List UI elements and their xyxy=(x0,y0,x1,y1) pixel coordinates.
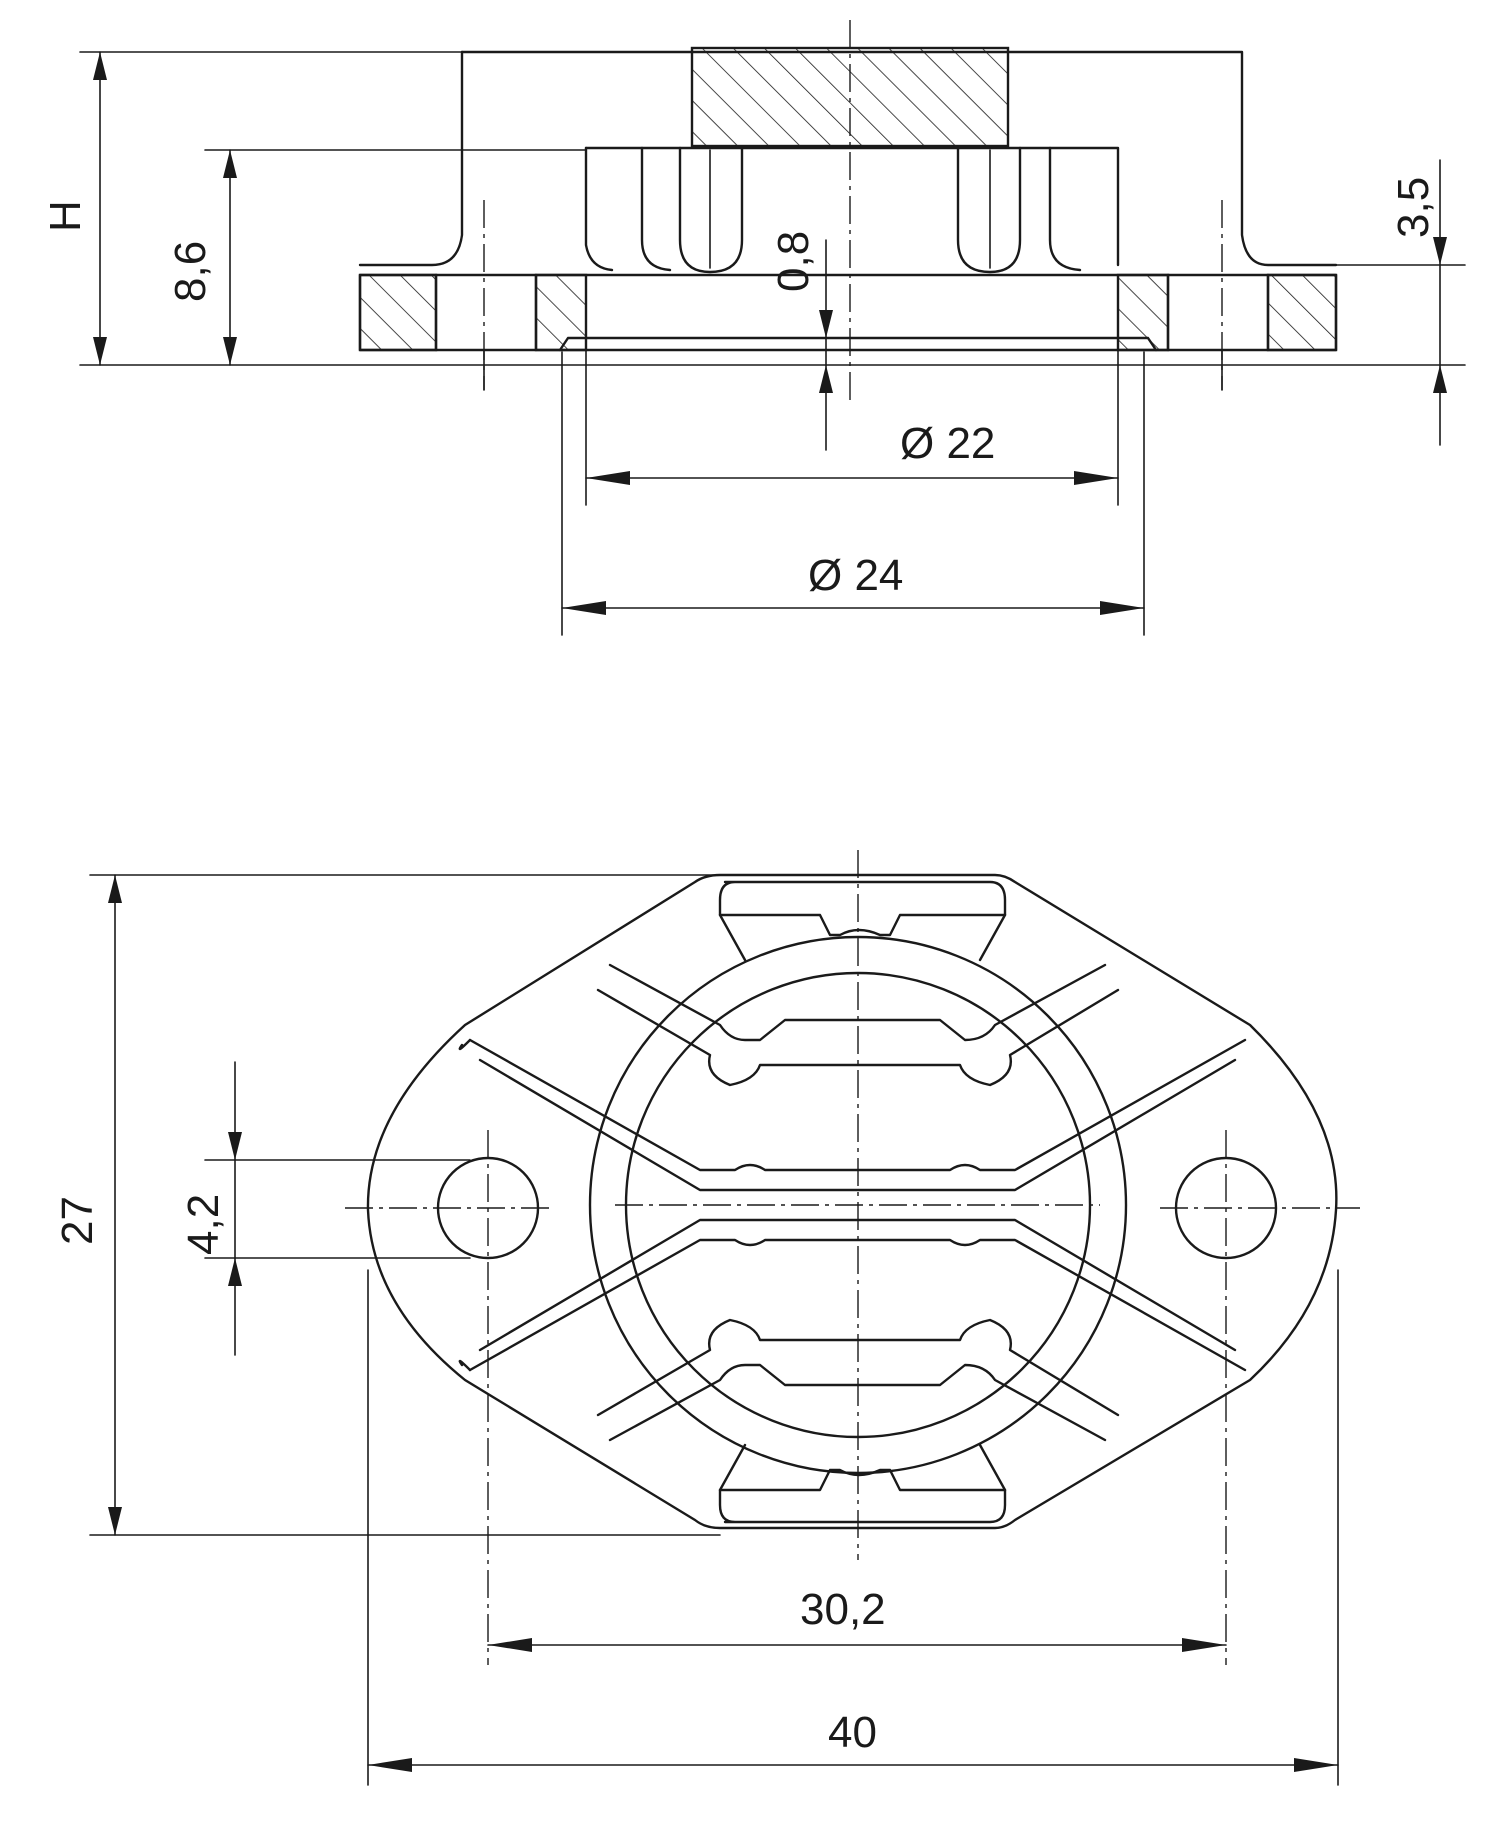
slot-right xyxy=(956,146,1022,274)
side-view: H 8,6 0,8 3,5 Ø 22 Ø 24 xyxy=(41,20,1466,636)
dim-label-0-8: 0,8 xyxy=(769,231,818,292)
dim-label-40: 40 xyxy=(828,1708,877,1757)
dim-label-30-2: 30,2 xyxy=(800,1585,886,1634)
outer-outline xyxy=(366,873,1338,1530)
dim-label-4-2: 4,2 xyxy=(179,1194,228,1255)
dim-label-3-5: 3,5 xyxy=(1389,177,1438,238)
top-view: 27 4,2 30,2 40 xyxy=(53,850,1360,1786)
dim-label-h: H xyxy=(41,200,90,232)
slot-left xyxy=(678,146,744,274)
dim-label-27: 27 xyxy=(53,1196,102,1245)
dim-label-dia-24: Ø 24 xyxy=(808,551,903,600)
dim-label-8-6: 8,6 xyxy=(166,241,215,302)
dim-label-dia-22: Ø 22 xyxy=(900,419,995,468)
